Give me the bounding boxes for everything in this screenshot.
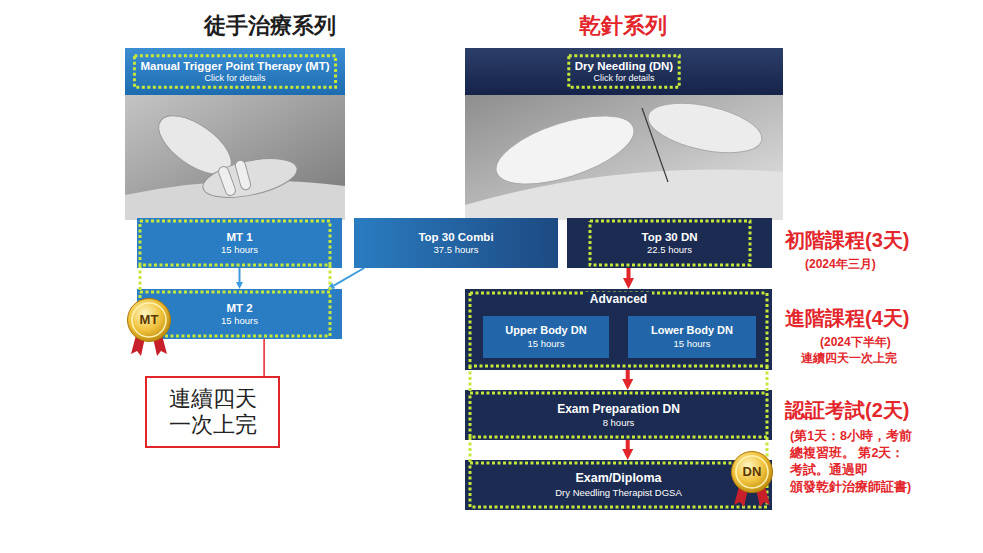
box-title: Advanced — [585, 292, 652, 307]
highlight-outline — [766, 437, 769, 463]
hand — [200, 151, 301, 204]
highlight-outline — [569, 56, 679, 88]
course-box: MT 115 hours — [137, 218, 342, 268]
course-box: Exam Preparation DN8 hours — [465, 390, 772, 440]
box-detail: Click for details — [593, 73, 654, 84]
annotation: (2024年三月) — [805, 257, 876, 272]
box-title: DN — [743, 464, 762, 480]
box-title: MT 2 — [226, 301, 252, 315]
box-detail: 22.5 hours — [647, 244, 692, 256]
medal-disc — [128, 299, 171, 342]
box-title: 連續四天 一次上完 — [163, 386, 263, 439]
annotation-text: 初階課程(3天) — [785, 228, 909, 253]
gloved-hand — [644, 94, 767, 161]
box-title: MT — [140, 312, 159, 328]
photo-ground — [465, 95, 783, 220]
box-title: Upper Body DN — [505, 324, 586, 338]
gloved-hand — [488, 102, 642, 198]
box-detail: 15 hours — [528, 338, 565, 350]
flow-connector — [263, 339, 265, 376]
highlight-outline — [139, 265, 142, 292]
annotation-text: 乾針系列 — [579, 12, 667, 40]
box-detail: 15 hours — [221, 315, 258, 327]
medal-rim — [132, 303, 166, 337]
annotation: 徒手治療系列 — [204, 12, 336, 40]
highlight-outline — [766, 366, 769, 393]
flow-connector — [627, 268, 631, 278]
box-title: Manual Trigger Point Therapy (MT) — [140, 59, 329, 73]
callout-box: 連續四天 一次上完 — [145, 376, 280, 448]
annotation-text: 徒手治療系列 — [204, 12, 336, 40]
flow-connector — [239, 268, 241, 282]
highlight-outline — [140, 292, 330, 336]
series-header: Dry Needling (DN)Click for details — [465, 48, 783, 95]
highlight-outline — [470, 463, 767, 507]
course-box: Top 30 Combi37.5 hours — [354, 218, 558, 268]
box-detail: Click for details — [204, 73, 265, 84]
annotation: (第1天：8小時，考前 總複習班。 第2天：考試。通過即 頒發乾針治療師証書) — [790, 428, 930, 496]
annotation-text: 認証考試(2天) — [785, 398, 909, 423]
annotation-text: (2024年三月) — [805, 257, 876, 272]
series-header: Manual Trigger Point Therapy (MT)Click f… — [125, 48, 345, 95]
box-title: Exam Preparation DN — [557, 402, 680, 417]
flow-connector — [626, 370, 630, 379]
course-group: AdvancedUpper Body DN15 hoursLower Body … — [465, 289, 772, 370]
annotation: 進階課程(4天) — [785, 306, 909, 331]
annotation-text: 連續四天一次上完 — [801, 351, 897, 366]
box-title: MT 1 — [226, 230, 252, 244]
highlight-outline — [469, 437, 472, 463]
annotation-text: 進階課程(4天) — [785, 306, 909, 331]
box-detail: 37.5 hours — [434, 244, 479, 256]
course-box: Upper Body DN15 hours — [483, 316, 609, 358]
box-title: Top 30 DN — [641, 230, 697, 244]
box-detail: 15 hours — [674, 338, 711, 350]
box-title: Dry Needling (DN) — [575, 59, 673, 73]
finger — [234, 159, 251, 191]
annotation-text: (2024下半年) — [820, 335, 891, 350]
massage-photo — [125, 95, 345, 220]
highlight-outline — [134, 56, 335, 88]
course-box: Lower Body DN15 hours — [628, 316, 756, 358]
medal-disc — [732, 452, 773, 493]
box-detail: Dry Needling Therapist DGSA — [555, 487, 682, 499]
finger — [217, 165, 237, 197]
highlight-outline — [470, 293, 767, 366]
annotation: 連續四天一次上完 — [801, 351, 897, 366]
highlight-outline — [469, 366, 472, 393]
photo-ground — [125, 95, 345, 220]
course-box: Top 30 DN22.5 hours — [567, 218, 772, 268]
annotation: 初階課程(3天) — [785, 228, 909, 253]
box-title: Exam/Diploma — [575, 471, 661, 487]
box-title: Top 30 Combi — [418, 230, 493, 244]
course-box: Exam/DiplomaDry Needling Therapist DGSA — [465, 460, 772, 510]
flow-connector — [626, 440, 630, 449]
highlight-outline — [329, 265, 332, 292]
annotation: 認証考試(2天) — [785, 398, 909, 423]
annotation: (2024下半年) — [820, 335, 891, 350]
highlight-outline — [590, 221, 750, 265]
medal-rim — [736, 456, 768, 488]
annotation: 乾針系列 — [579, 12, 667, 40]
needling-photo — [465, 94, 783, 220]
annotation-text: (第1天：8小時，考前 總複習班。 第2天：考試。通過即 頒發乾針治療師証書) — [790, 428, 930, 496]
medal-badge: DN — [731, 451, 773, 493]
flow-connector — [334, 268, 364, 286]
box-title: Lower Body DN — [651, 324, 733, 338]
box-detail: 8 hours — [603, 417, 635, 429]
medal-badge: MT — [127, 298, 171, 342]
highlight-outline — [140, 221, 330, 265]
highlight-outline — [470, 393, 767, 437]
box-detail: 15 hours — [221, 244, 258, 256]
needle — [642, 108, 668, 182]
